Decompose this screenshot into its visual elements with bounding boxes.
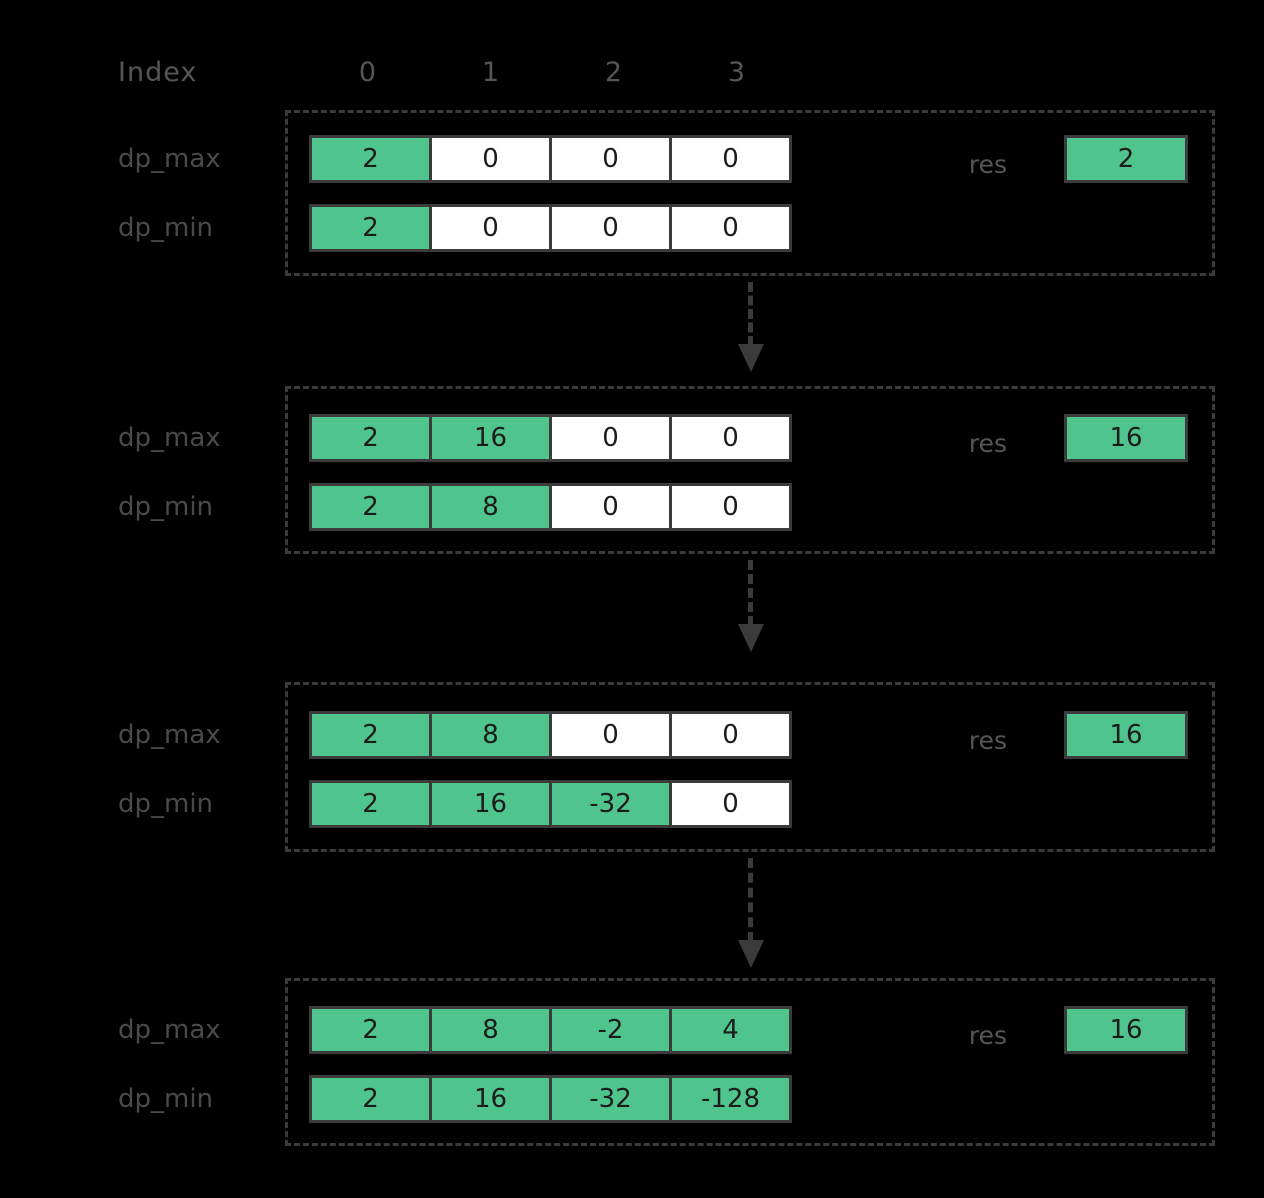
res-box-3: 16: [1064, 711, 1188, 759]
res-label-4: res: [968, 1021, 1008, 1050]
index-column-0: 0: [358, 57, 377, 88]
arrow-head-icon: [738, 624, 764, 652]
dp-max-cell-4-2: -2: [549, 1006, 672, 1054]
index-column-1: 1: [481, 57, 500, 88]
arrow-stem: [748, 560, 753, 626]
dp-max-label-2: dp_max: [118, 423, 221, 453]
dp-min-array-3: 2 16 -32 0: [309, 780, 792, 828]
res-box-1: 2: [1064, 135, 1188, 183]
dp-min-cell-4-2: -32: [549, 1075, 672, 1123]
dp-step-block-4: dp_max 2 8 -2 4 dp_min 2 16 -32 -128 res…: [118, 978, 1215, 1146]
index-label: Index: [118, 57, 198, 88]
dp-max-cell-4-1: 8: [429, 1006, 552, 1054]
dp-max-cell-3-3: 0: [669, 711, 792, 759]
dp-max-cell-2-1: 16: [429, 414, 552, 462]
res-box-4: 16: [1064, 1006, 1188, 1054]
dp-step-block-3: dp_max 2 8 0 0 dp_min 2 16 -32 0 res 16: [118, 682, 1215, 852]
dp-min-cell-3-2: -32: [549, 780, 672, 828]
dp-min-cell-2-1: 8: [429, 483, 552, 531]
res-label-1: res: [968, 150, 1008, 179]
dp-max-cell-2-2: 0: [549, 414, 672, 462]
dp-min-cell-2-2: 0: [549, 483, 672, 531]
dp-min-label-3: dp_min: [118, 789, 214, 819]
arrow-head-icon: [738, 940, 764, 968]
index-column-3: 3: [727, 57, 746, 88]
dp-min-cell-1-2: 0: [549, 204, 672, 252]
dp-max-cell-1-2: 0: [549, 135, 672, 183]
dp-max-cell-2-3: 0: [669, 414, 792, 462]
dp-max-cell-1-0: 2: [309, 135, 432, 183]
dp-step-block-2: dp_max 2 16 0 0 dp_min 2 8 0 0 res 16: [118, 386, 1215, 554]
dp-max-cell-3-2: 0: [549, 711, 672, 759]
dp-min-label-1: dp_min: [118, 213, 214, 243]
dp-max-cell-1-1: 0: [429, 135, 552, 183]
dp-min-cell-3-0: 2: [309, 780, 432, 828]
dp-min-cell-1-0: 2: [309, 204, 432, 252]
arrow-head-icon: [738, 344, 764, 372]
arrow-stem: [748, 858, 753, 942]
dp-max-cell-2-0: 2: [309, 414, 432, 462]
dp-min-cell-4-1: 16: [429, 1075, 552, 1123]
dp-min-label-4: dp_min: [118, 1084, 214, 1114]
dp-min-cell-2-3: 0: [669, 483, 792, 531]
index-header-row: Index 0 1 2 3: [0, 50, 1264, 96]
dp-min-cell-2-0: 2: [309, 483, 432, 531]
dp-min-cell-4-3: -128: [669, 1075, 792, 1123]
dp-max-cell-1-3: 0: [669, 135, 792, 183]
flow-arrow-2-to-3: [738, 560, 764, 652]
dp-max-array-4: 2 8 -2 4: [309, 1006, 792, 1054]
dp-max-cell-3-0: 2: [309, 711, 432, 759]
dp-max-label-4: dp_max: [118, 1015, 221, 1045]
arrow-stem: [748, 282, 753, 346]
dp-step-block-1: dp_max 2 0 0 0 dp_min 2 0 0 0 res 2: [118, 110, 1215, 276]
res-label-2: res: [968, 429, 1008, 458]
dp-max-label-1: dp_max: [118, 144, 221, 174]
dp-min-array-4: 2 16 -32 -128: [309, 1075, 792, 1123]
dp-min-cell-3-1: 16: [429, 780, 552, 828]
dp-max-array-1: 2 0 0 0: [309, 135, 792, 183]
dp-max-cell-4-0: 2: [309, 1006, 432, 1054]
dp-min-array-1: 2 0 0 0: [309, 204, 792, 252]
index-column-2: 2: [604, 57, 623, 88]
dp-min-cell-4-0: 2: [309, 1075, 432, 1123]
flow-arrow-1-to-2: [738, 282, 764, 372]
dp-max-label-3: dp_max: [118, 720, 221, 750]
dp-min-array-2: 2 8 0 0: [309, 483, 792, 531]
dp-min-cell-3-3: 0: [669, 780, 792, 828]
dp-min-label-2: dp_min: [118, 492, 214, 522]
dp-max-cell-3-1: 8: [429, 711, 552, 759]
flow-arrow-3-to-4: [738, 858, 764, 968]
res-label-3: res: [968, 726, 1008, 755]
dp-min-cell-1-1: 0: [429, 204, 552, 252]
dp-max-array-2: 2 16 0 0: [309, 414, 792, 462]
dp-min-cell-1-3: 0: [669, 204, 792, 252]
dp-max-array-3: 2 8 0 0: [309, 711, 792, 759]
res-box-2: 16: [1064, 414, 1188, 462]
dp-max-cell-4-3: 4: [669, 1006, 792, 1054]
